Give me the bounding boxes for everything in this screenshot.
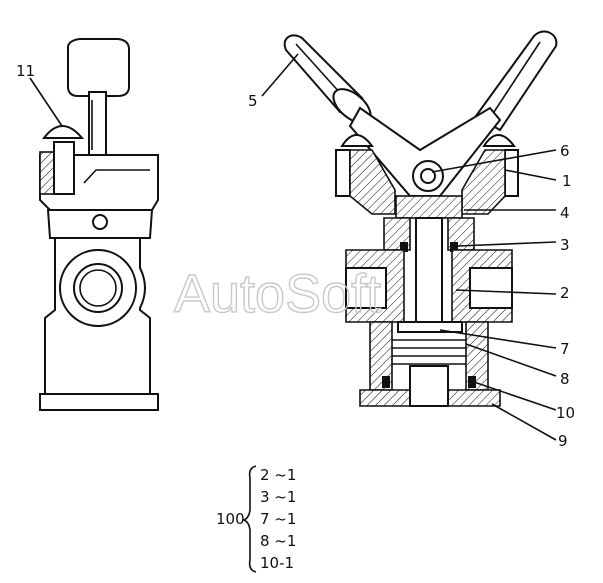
kit-item: 7 ~1 [260,510,296,528]
side-view [39,38,159,411]
callout-7: 7 [560,340,570,358]
kit-item: 10-1 [260,554,294,572]
callout-6: 6 [560,142,570,160]
callouts: 11 5 6 1 4 3 2 7 8 10 9 [16,62,575,450]
callout-10: 10 [556,404,575,422]
kit-item: 3 ~1 [260,488,296,506]
callout-8: 8 [560,370,570,388]
kit-label: 100 [216,510,245,528]
watermark: AutoSoft [174,264,381,324]
callout-9: 9 [558,432,568,450]
kit-item: 2 ~1 [260,466,296,484]
callout-1: 1 [562,172,572,190]
section-view [283,30,558,407]
leader-lines [29,53,557,441]
kit-list: 100 2 ~1 3 ~1 7 ~1 8 ~1 10-1 [216,465,296,573]
callout-2: 2 [560,284,570,302]
callout-4: 4 [560,204,570,222]
callout-3: 3 [560,236,570,254]
kit-item: 8 ~1 [260,532,296,550]
callout-5: 5 [248,92,258,110]
callout-11: 11 [16,62,35,80]
